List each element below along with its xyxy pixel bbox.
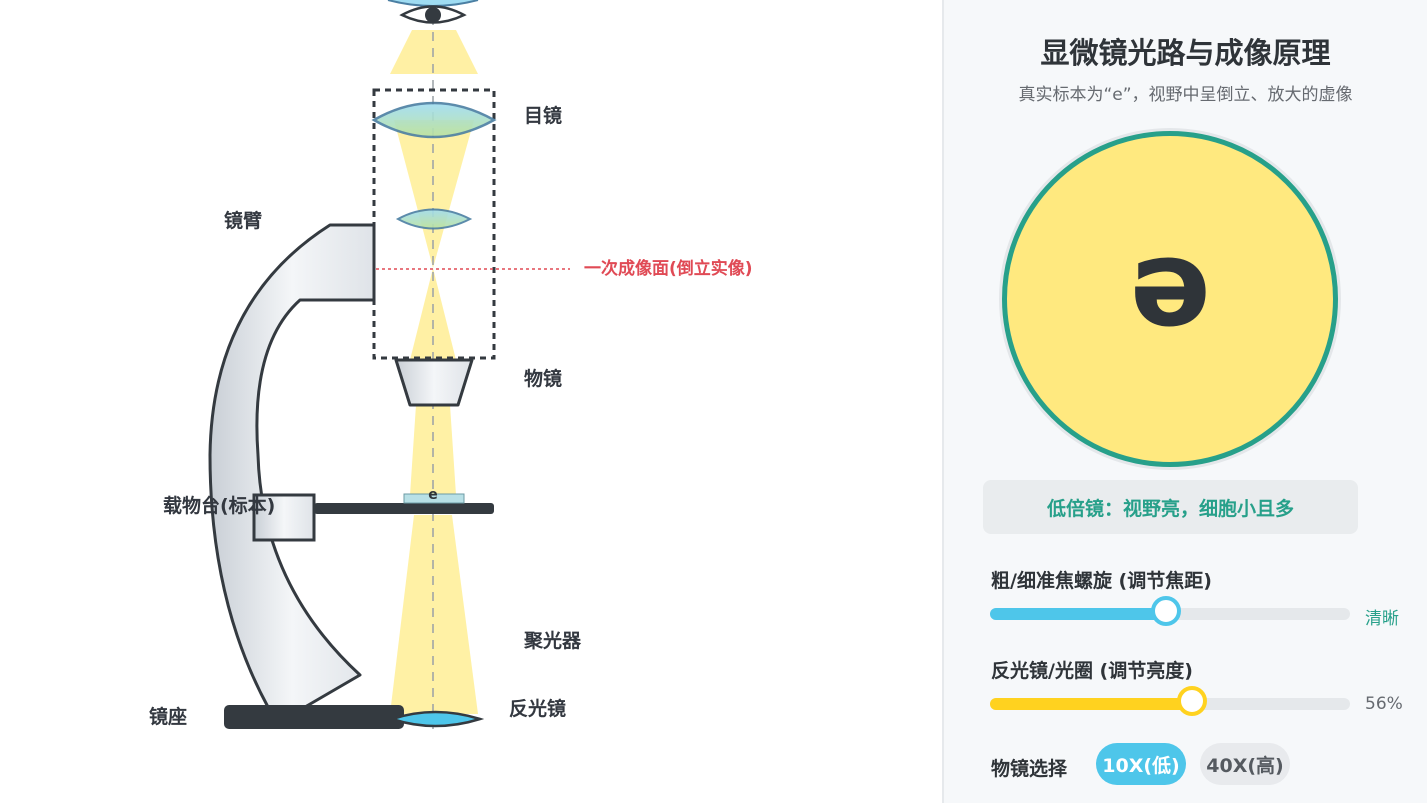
label-primary-image-plane: 一次成像面(倒立实像) bbox=[584, 259, 753, 279]
brightness-slider-fill bbox=[990, 698, 1192, 710]
field-of-view: e bbox=[1002, 131, 1338, 467]
microscope-svg: e bbox=[208, 0, 570, 735]
label-eyepiece: 目镜 bbox=[524, 105, 563, 127]
label-arm: 镜臂 bbox=[224, 210, 263, 232]
brightness-slider-thumb[interactable] bbox=[1176, 686, 1207, 716]
focus-label: 粗/细准焦螺旋 (调节焦距) bbox=[991, 570, 1212, 592]
label-stage: 载物台(标本) bbox=[163, 495, 276, 517]
status-message: 低倍镜：视野亮，细胞小且多 bbox=[983, 480, 1358, 534]
specimen-slide bbox=[403, 493, 465, 504]
base-bar bbox=[224, 705, 404, 729]
light-beam bbox=[390, 30, 478, 714]
brightness-label: 反光镜/光圈 (调节亮度) bbox=[991, 660, 1193, 682]
eyepiece-tube bbox=[372, 88, 496, 360]
objective-select-label: 物镜选择 bbox=[991, 758, 1068, 780]
control-panel: 显微镜光路与成像原理 真实标本为“e”，视野中呈倒立、放大的虚像 e 低倍镜：视… bbox=[942, 0, 1427, 803]
focus-slider-fill bbox=[990, 608, 1167, 620]
focus-slider[interactable] bbox=[990, 596, 1350, 626]
brightness-value: 56% bbox=[1365, 694, 1403, 714]
focus-slider-thumb[interactable] bbox=[1151, 596, 1182, 626]
focus-value: 清晰 bbox=[1365, 609, 1399, 629]
stage-bar bbox=[314, 503, 494, 514]
objective-40x-button[interactable]: 40X(高) bbox=[1200, 743, 1290, 785]
mirror-lens bbox=[387, 710, 485, 728]
microscope-diagram: e 目镜 镜臂 一次成像面(倒立实像) 物镜 载物台(标本) 聚光器 反光镜 镜… bbox=[149, 0, 753, 735]
objective-10x-button[interactable]: 10X(低) bbox=[1096, 743, 1186, 785]
field-lens bbox=[395, 208, 473, 230]
stage-clamp bbox=[252, 493, 316, 542]
label-mirror: 反光镜 bbox=[509, 698, 567, 720]
brightness-slider[interactable] bbox=[990, 686, 1350, 716]
objective-lens bbox=[394, 358, 474, 407]
specimen-letter: e bbox=[428, 487, 438, 503]
arm-shape bbox=[208, 223, 376, 709]
label-objective: 物镜 bbox=[524, 368, 563, 390]
eye-icon bbox=[387, 0, 479, 24]
panel-title: 显微镜光路与成像原理 bbox=[1040, 36, 1331, 70]
view-letter: e bbox=[1129, 230, 1211, 369]
eyepiece-lens bbox=[371, 101, 497, 139]
label-base: 镜座 bbox=[149, 706, 188, 728]
label-condenser: 聚光器 bbox=[524, 630, 582, 652]
panel-subtitle: 真实标本为“e”，视野中呈倒立、放大的虚像 bbox=[1018, 85, 1353, 105]
